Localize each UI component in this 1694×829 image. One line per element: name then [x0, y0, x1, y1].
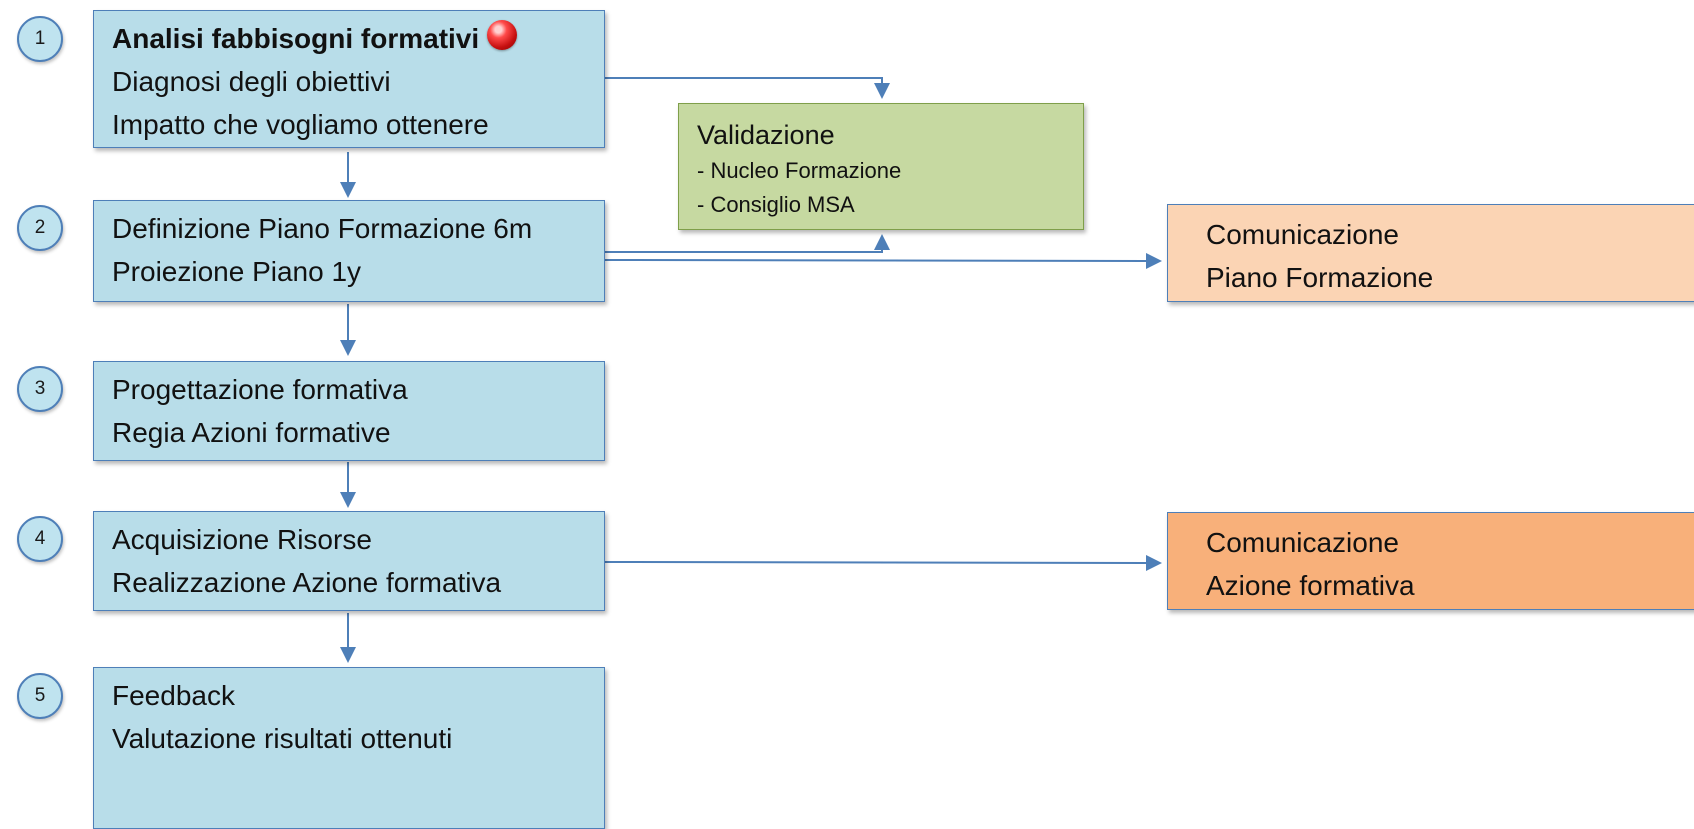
communication-line: Comunicazione: [1206, 219, 1399, 250]
step-box-feedback: Feedback Valutazione risultati ottenuti: [93, 667, 605, 829]
step-box-training-design: Progettazione formativa Regia Azioni for…: [93, 361, 605, 461]
step-box-line: Regia Azioni formative: [112, 417, 391, 448]
validation-item: - Consiglio MSA: [697, 192, 855, 217]
step-box-line: Acquisizione Risorse: [112, 524, 372, 555]
communication-line: Piano Formazione: [1206, 262, 1434, 293]
validation-item: - Nucleo Formazione: [697, 158, 902, 183]
step-number-badge: 3: [17, 366, 63, 412]
step-box-needs-analysis: Analisi fabbisogni formativi Diagnosi de…: [93, 10, 605, 148]
step-box-line: Proiezione Piano 1y: [112, 256, 362, 287]
communication-plan-box: Comunicazione Piano Formazione: [1167, 204, 1694, 302]
step-box-line: Feedback: [112, 680, 235, 711]
step-number-badge: 5: [17, 673, 63, 719]
arrow-step2-to-communication-plan: [604, 252, 1162, 269]
step-title: Analisi fabbisogni formativi: [112, 23, 480, 54]
step-number-badge: 2: [17, 205, 63, 251]
step-box-line: Definizione Piano Formazione 6m: [112, 213, 533, 244]
step-box-line: Analisi fabbisogni formativi: [112, 17, 604, 60]
step-box-resource-acquisition: Acquisizione Risorse Realizzazione Azion…: [93, 511, 605, 611]
arrow-step2-to-validation: [605, 234, 890, 253]
red-dot-icon: [487, 20, 518, 50]
step-box-line: Diagnosi degli obiettivi: [112, 66, 391, 97]
step-number-badge: 1: [17, 16, 63, 62]
communication-action-box: Comunicazione Azione formativa: [1167, 512, 1694, 610]
step-box-line: Realizzazione Azione formativa: [112, 567, 502, 598]
communication-line: Comunicazione: [1206, 527, 1399, 558]
validation-title: Validazione: [697, 120, 835, 150]
step-box-plan-definition: Definizione Piano Formazione 6m Proiezio…: [93, 200, 605, 302]
step-box-line: Impatto che vogliamo ottenere: [112, 109, 489, 140]
step-box-line: Valutazione risultati ottenuti: [112, 723, 453, 754]
arrow-step1-to-validation: [605, 77, 890, 99]
communication-line: Azione formativa: [1206, 570, 1415, 601]
step-number-badge: 4: [17, 516, 63, 562]
validation-box: Validazione - Nucleo Formazione - Consig…: [678, 103, 1084, 230]
arrow-step4-to-communication-action: [604, 554, 1162, 571]
step-box-line: Progettazione formativa: [112, 374, 408, 405]
